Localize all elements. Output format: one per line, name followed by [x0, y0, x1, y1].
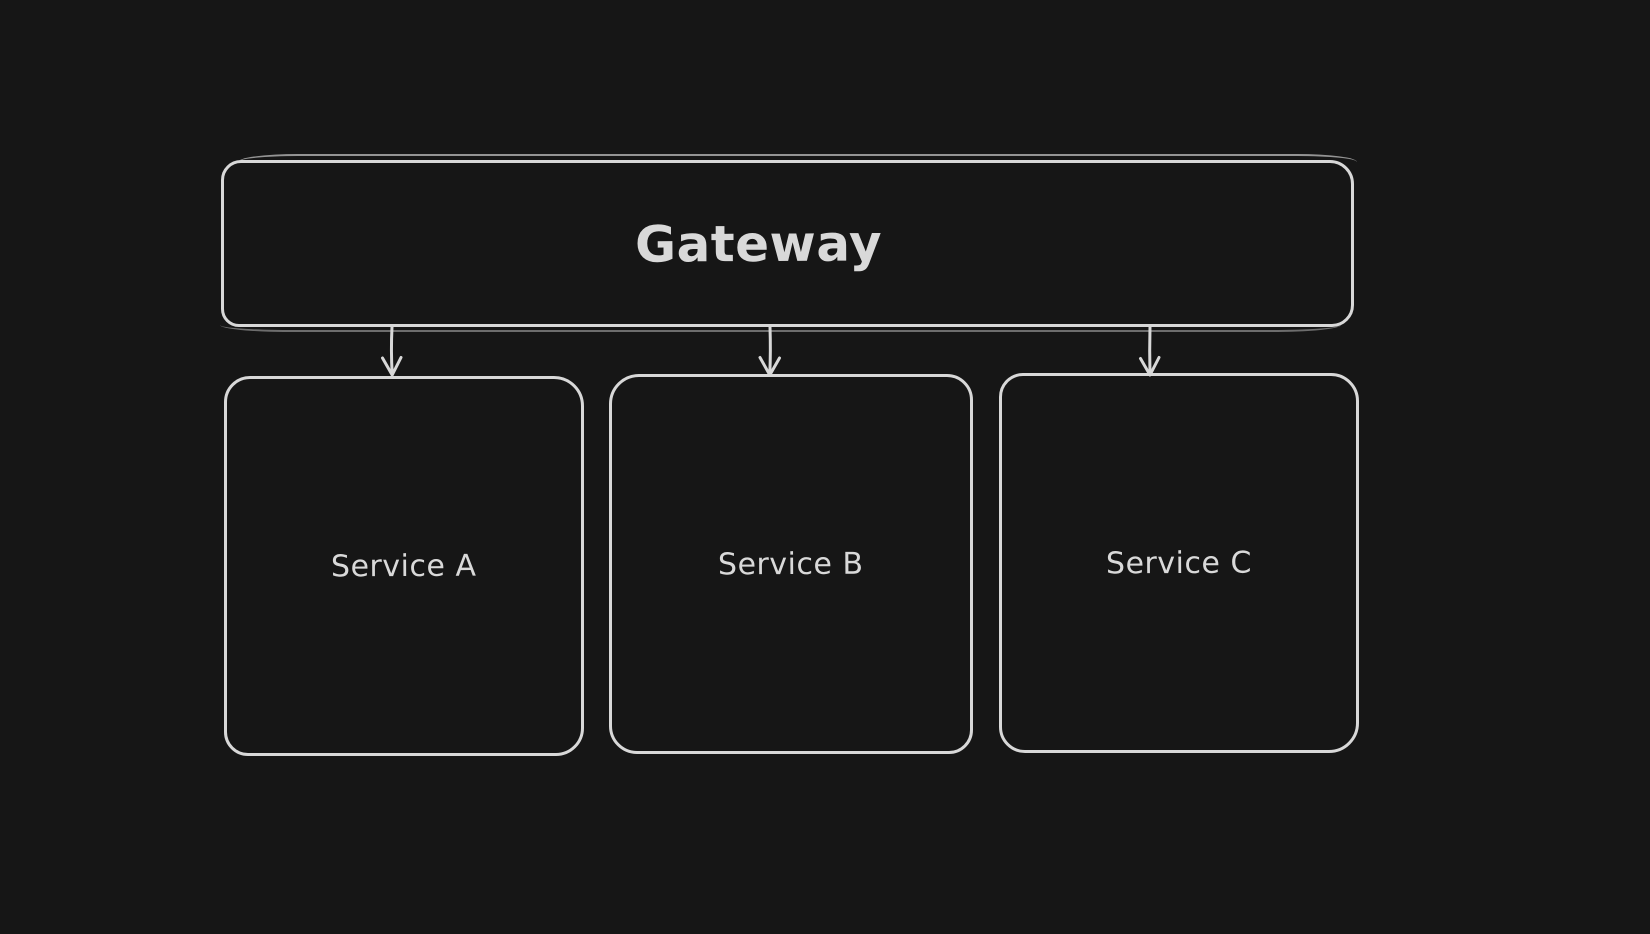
service-c-label: Service C [1105, 545, 1253, 581]
service-a-label: Service A [331, 548, 477, 584]
arrow-gateway-to-service-b-icon [758, 325, 781, 377]
service-a-node: Service A [224, 376, 584, 756]
gateway-node: Gateway [220, 154, 1357, 332]
gateway-label: Gateway [634, 213, 883, 274]
arrow-gateway-to-service-a-icon [381, 325, 403, 377]
service-c-node: Service C [999, 373, 1359, 753]
service-b-label: Service B [718, 546, 864, 582]
service-b-node: Service B [609, 374, 973, 754]
